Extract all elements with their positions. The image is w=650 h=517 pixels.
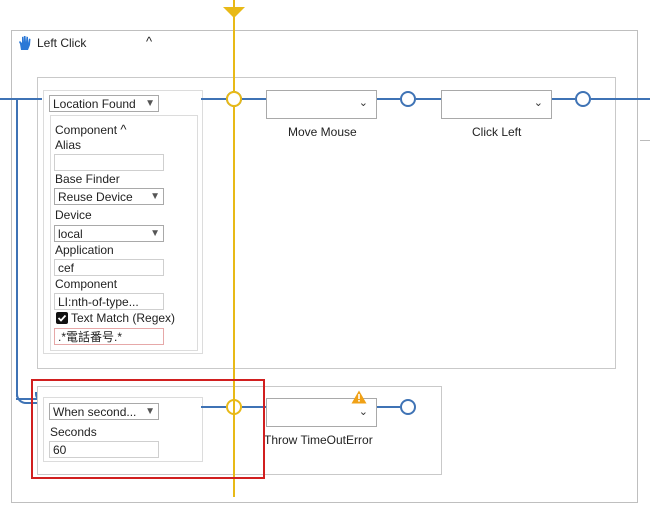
select-value: local <box>58 227 83 241</box>
throw-timeout-label: Throw TimeOutError <box>264 433 373 447</box>
connector-curve <box>35 392 49 402</box>
connector-node[interactable] <box>575 91 591 107</box>
connector-line <box>242 98 266 100</box>
connector-line <box>201 406 226 408</box>
connector-line <box>16 98 18 398</box>
component-input[interactable]: LI:nth-of-type... <box>54 293 164 310</box>
checkmark-icon <box>57 314 67 322</box>
base-finder-select[interactable]: Reuse Device ▼ <box>54 188 164 205</box>
alias-input[interactable] <box>54 154 164 171</box>
connector-line <box>552 98 575 100</box>
seconds-label: Seconds <box>50 425 97 439</box>
click-left-label: Click Left <box>472 125 522 139</box>
application-input[interactable]: cef <box>54 259 164 276</box>
dropdown-arrow-icon: ▼ <box>150 191 160 202</box>
click-left-dropdown[interactable]: ⌄ <box>441 90 552 119</box>
hand-icon <box>17 35 33 51</box>
connector-line <box>377 98 400 100</box>
move-mouse-dropdown[interactable]: ⌄ <box>266 90 377 119</box>
timeline-line <box>233 0 235 497</box>
warning-icon <box>351 390 367 404</box>
select-value: Reuse Device <box>58 190 133 204</box>
location-found-select[interactable]: Location Found ▼ <box>49 95 159 112</box>
connector-node[interactable] <box>400 399 416 415</box>
text-match-checkbox[interactable] <box>56 312 68 324</box>
activity-title: Left Click <box>37 36 87 50</box>
when-seconds-select[interactable]: When second... ▼ <box>49 403 159 420</box>
connector-line <box>377 406 400 408</box>
component-header: Component ^ <box>55 122 127 137</box>
alias-label: Alias <box>55 138 82 152</box>
chevron-down-icon: ⌄ <box>358 406 368 418</box>
component-label: Component <box>55 277 118 291</box>
chevron-down-icon: ⌄ <box>358 97 368 109</box>
seconds-input[interactable]: 60 <box>49 441 159 458</box>
dropdown-arrow-icon: ▼ <box>145 98 155 109</box>
text-match-label: Text Match (Regex) <box>71 311 176 325</box>
dropdown-arrow-icon: ▼ <box>150 228 160 239</box>
select-value: Location Found <box>53 97 136 111</box>
highlight-box <box>31 379 265 479</box>
divider <box>640 140 650 141</box>
connector-curve <box>16 388 40 404</box>
chevron-down-icon: ⌄ <box>533 97 543 109</box>
component-header-label: Component <box>55 123 118 137</box>
dropdown-arrow-icon: ▼ <box>145 406 155 417</box>
select-value: When second... <box>53 405 137 419</box>
base-finder-label: Base Finder <box>55 172 120 186</box>
connector-line <box>242 406 266 408</box>
connector-node[interactable] <box>400 91 416 107</box>
connector-line <box>591 98 650 100</box>
move-mouse-label: Move Mouse <box>288 125 357 139</box>
timeline-marker-icon[interactable] <box>223 7 245 18</box>
device-label: Device <box>55 208 92 222</box>
connector-line <box>0 98 42 100</box>
connector-line <box>416 98 441 100</box>
application-label: Application <box>55 243 114 257</box>
regex-input[interactable]: .*電話番号.* <box>54 328 164 345</box>
collapse-toggle-icon[interactable]: ^ <box>146 34 153 49</box>
connector-node[interactable] <box>226 91 242 107</box>
component-collapse-icon[interactable]: ^ <box>120 122 127 137</box>
connector-line <box>201 98 226 100</box>
device-select[interactable]: local ▼ <box>54 225 164 242</box>
